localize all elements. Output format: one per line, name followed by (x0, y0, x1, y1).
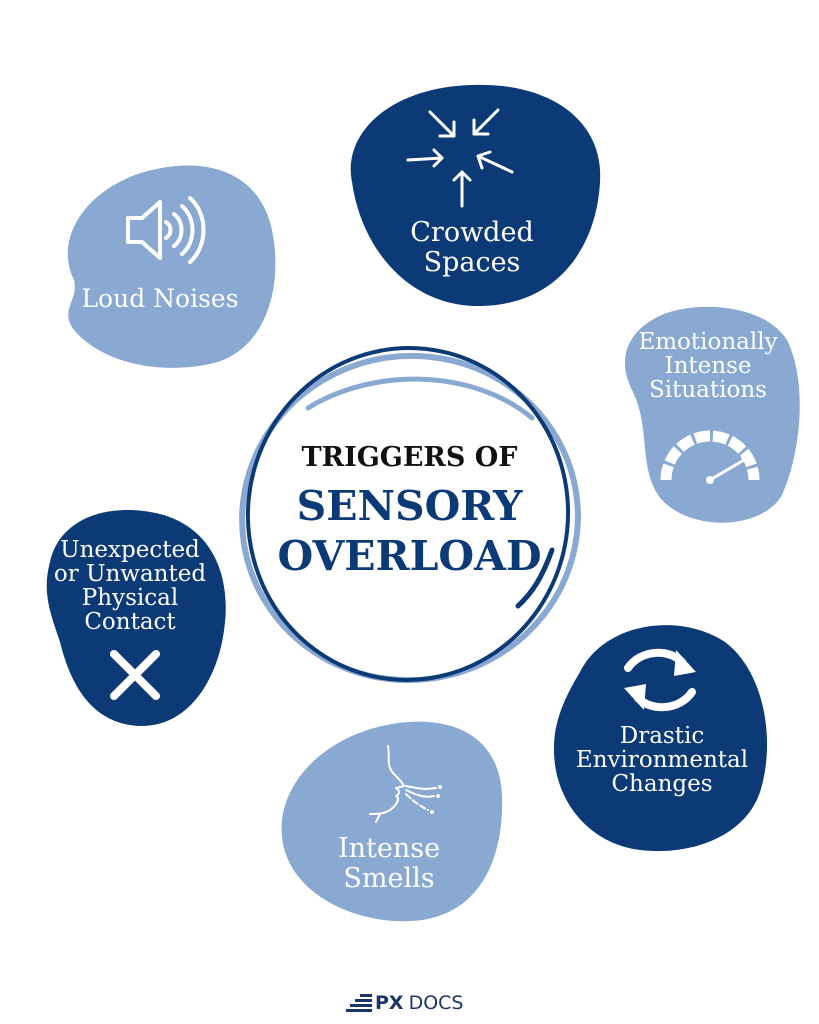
center-title-circle: TRIGGERS OF SENSORY OVERLOAD (232, 338, 587, 693)
converging-arrows-icon (406, 108, 514, 208)
x-icon (110, 650, 160, 700)
trigger-label: Unexpected (60, 537, 200, 563)
trigger-label: Physical (81, 585, 179, 611)
trigger-label: Intense (664, 353, 752, 379)
stairs-logo-icon (346, 994, 372, 1012)
trigger-label: Drastic (619, 723, 705, 749)
title-line-3: OVERLOAD (277, 532, 542, 580)
scribble-circle (239, 346, 581, 684)
cycle-arrows-icon (624, 648, 696, 712)
trigger-label: Environmental (575, 747, 749, 773)
trigger-label: Contact (84, 609, 176, 635)
face-smelling-icon (369, 745, 442, 823)
trigger-label: Smells (343, 863, 435, 894)
trigger-label: Crowded (410, 217, 534, 248)
brand-docs: DOCS (408, 992, 464, 1014)
brand-logo: PX DOCS (346, 992, 464, 1014)
trigger-emotionally-intense: Emotionally Intense Situations (612, 300, 804, 528)
blob-shape (281, 721, 503, 922)
trigger-label: Intense (337, 833, 441, 864)
blob-shape (67, 165, 276, 368)
trigger-label: Emotionally (638, 329, 778, 355)
trigger-label: Spaces (423, 247, 521, 278)
trigger-label: or Unwanted (53, 561, 207, 587)
blob-shape (553, 625, 768, 852)
blob-shape (46, 510, 226, 727)
brand-px: PX (375, 992, 404, 1014)
blob-shape (350, 84, 601, 307)
title-line-2: SENSORY (296, 482, 523, 530)
speaker-icon (126, 196, 206, 264)
trigger-environmental-changes: Drastic Environmental Changes (550, 612, 774, 854)
gauge-icon (660, 430, 760, 484)
title-line-1: TRIGGERS OF (301, 442, 518, 473)
trigger-physical-contact: Unexpected or Unwanted Physical Contact (30, 502, 230, 728)
trigger-crowded-spaces: Crowded Spaces (342, 82, 602, 308)
trigger-intense-smells: Intense Smells (272, 716, 506, 922)
trigger-label: Loud Noises (81, 284, 239, 313)
trigger-label: Situations (649, 377, 767, 403)
trigger-loud-noises: Loud Noises (44, 160, 276, 370)
trigger-label: Changes (611, 771, 713, 797)
